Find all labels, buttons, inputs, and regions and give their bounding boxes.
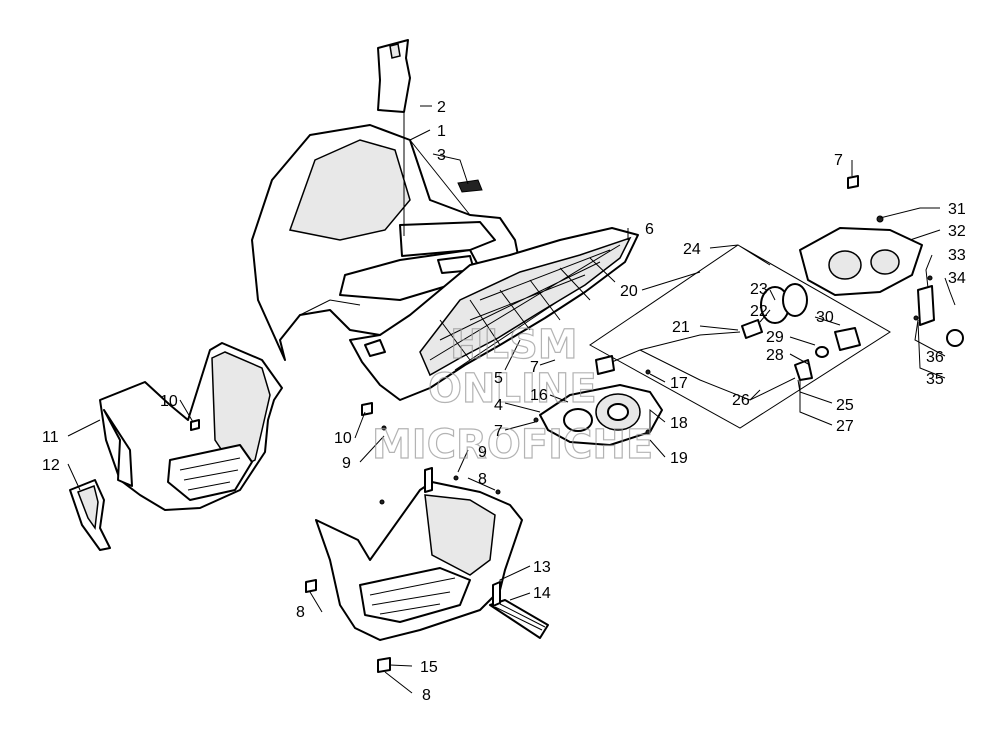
callout-8: 8 bbox=[478, 471, 487, 488]
callout-32: 32 bbox=[948, 223, 966, 240]
callout-8: 8 bbox=[422, 687, 431, 704]
side-panel-grille-part bbox=[349, 227, 639, 401]
callout-10: 10 bbox=[334, 430, 352, 447]
taillight-housing-part bbox=[539, 384, 663, 446]
callout-18: 18 bbox=[670, 415, 688, 432]
callout-5: 5 bbox=[494, 370, 503, 387]
leader-lines bbox=[67, 105, 956, 694]
callout-19: 19 bbox=[670, 450, 688, 467]
watermark: HLSM ONLINE MICROFICHE bbox=[371, 321, 653, 468]
headlight-housing-part bbox=[799, 215, 923, 296]
callouts: 2 1 3 6 7 31 32 33 34 24 20 23 22 30 21 … bbox=[42, 99, 966, 704]
callout-1: 1 bbox=[437, 123, 446, 140]
callout-35: 35 bbox=[926, 371, 944, 388]
callout-24: 24 bbox=[683, 241, 701, 258]
right-footwell-part bbox=[315, 481, 523, 641]
decal-sheet-part bbox=[377, 39, 411, 113]
callout-25: 25 bbox=[836, 397, 854, 414]
mount-bracket-part bbox=[917, 285, 964, 347]
callout-31: 31 bbox=[948, 201, 966, 218]
bulb-socket-part bbox=[741, 283, 808, 339]
callout-3: 3 bbox=[437, 147, 446, 164]
callout-23: 23 bbox=[750, 281, 768, 298]
callout-11: 11 bbox=[42, 429, 59, 446]
callout-17: 17 bbox=[670, 375, 688, 392]
callout-22: 22 bbox=[750, 303, 768, 320]
callout-28: 28 bbox=[766, 347, 784, 364]
callout-7: 7 bbox=[834, 152, 843, 169]
callout-4: 4 bbox=[494, 397, 503, 414]
callout-26: 26 bbox=[732, 392, 750, 409]
callout-7: 7 bbox=[494, 423, 503, 440]
callout-21: 21 bbox=[672, 319, 690, 336]
callout-30: 30 bbox=[816, 309, 834, 326]
callout-13: 13 bbox=[533, 559, 551, 576]
callout-8: 8 bbox=[296, 604, 305, 621]
step-plate-part bbox=[489, 599, 549, 639]
callout-10: 10 bbox=[160, 393, 178, 410]
watermark-line-3: MICROFICHE bbox=[372, 422, 653, 468]
callout-15: 15 bbox=[420, 659, 438, 676]
watermark-line-1: HLSM bbox=[450, 322, 578, 368]
callout-7: 7 bbox=[530, 359, 539, 376]
left-guard-part bbox=[69, 479, 111, 551]
callout-2: 2 bbox=[437, 99, 446, 116]
callout-27: 27 bbox=[836, 418, 854, 435]
callout-36: 36 bbox=[926, 349, 944, 366]
callout-6: 6 bbox=[645, 221, 654, 238]
callout-12: 12 bbox=[42, 457, 60, 474]
callout-33: 33 bbox=[948, 247, 966, 264]
small-decal-part bbox=[457, 179, 483, 193]
watermark-line-2: ONLINE bbox=[428, 366, 597, 412]
callout-9: 9 bbox=[478, 444, 487, 461]
callout-16: 16 bbox=[530, 387, 548, 404]
callout-29: 29 bbox=[766, 329, 784, 346]
callout-34: 34 bbox=[948, 270, 966, 287]
callout-9: 9 bbox=[342, 455, 351, 472]
callout-20: 20 bbox=[620, 283, 638, 300]
fasteners bbox=[190, 175, 933, 673]
wire-harness-part bbox=[595, 331, 796, 401]
callout-14: 14 bbox=[533, 585, 551, 602]
